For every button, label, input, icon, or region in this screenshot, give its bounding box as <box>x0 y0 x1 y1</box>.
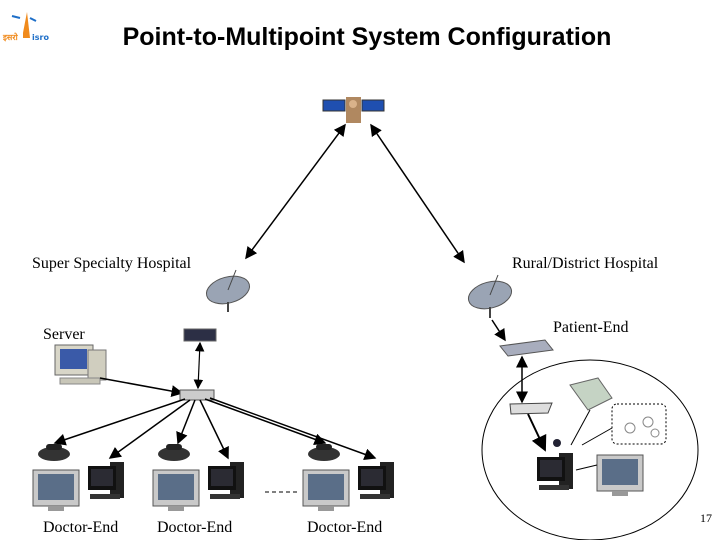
doctor-end-label: Doctor-End <box>157 519 232 536</box>
monitor-icon <box>32 469 80 512</box>
logo-hindi: इसरो <box>2 32 19 42</box>
server-label: Server <box>43 326 85 343</box>
computer-icon <box>537 453 573 490</box>
logo-english: isro <box>32 33 49 42</box>
isro-logo: इसरो isro <box>2 12 49 42</box>
scanner-icon <box>569 377 613 411</box>
satellite-dish-icon <box>205 269 251 312</box>
satellite-icon <box>322 97 385 123</box>
right-site-label: Rural/District Hospital <box>512 255 659 272</box>
doctor-end-3 <box>302 444 394 512</box>
network-switch-icon <box>509 402 553 415</box>
satellite-dish-icon <box>467 274 513 318</box>
patient-end-boundary <box>481 359 699 540</box>
doctor-end-1 <box>32 444 124 512</box>
doctor-end-2 <box>152 444 244 512</box>
webcam-icon <box>553 439 561 447</box>
uplink-right <box>370 123 465 264</box>
doctor-end-label: Doctor-End <box>307 519 382 536</box>
rocket-icon <box>22 12 30 38</box>
computer-icon <box>358 462 394 499</box>
left-site-label: Super Specialty Hospital <box>32 255 192 272</box>
modem-icon <box>183 328 217 342</box>
monitor-icon <box>152 469 200 512</box>
phone-icon <box>158 444 190 461</box>
phone-icon <box>308 444 340 461</box>
monitor-icon <box>596 454 644 497</box>
doctor-end-label: Doctor-End <box>43 519 118 536</box>
phone-icon <box>38 444 70 461</box>
slide-title: Point-to-Multipoint System Configuration <box>123 23 612 51</box>
patient-end-label: Patient-End <box>553 319 629 336</box>
network-hub-icon <box>179 389 215 401</box>
router-icon <box>499 339 554 357</box>
uplink-left <box>245 123 346 260</box>
medical-peripherals-icon <box>611 403 667 445</box>
computer-icon <box>208 462 244 499</box>
server-computer-icon <box>54 344 107 385</box>
monitor-icon <box>302 469 350 512</box>
page-number: 17 <box>700 511 712 525</box>
computer-icon <box>88 462 124 499</box>
